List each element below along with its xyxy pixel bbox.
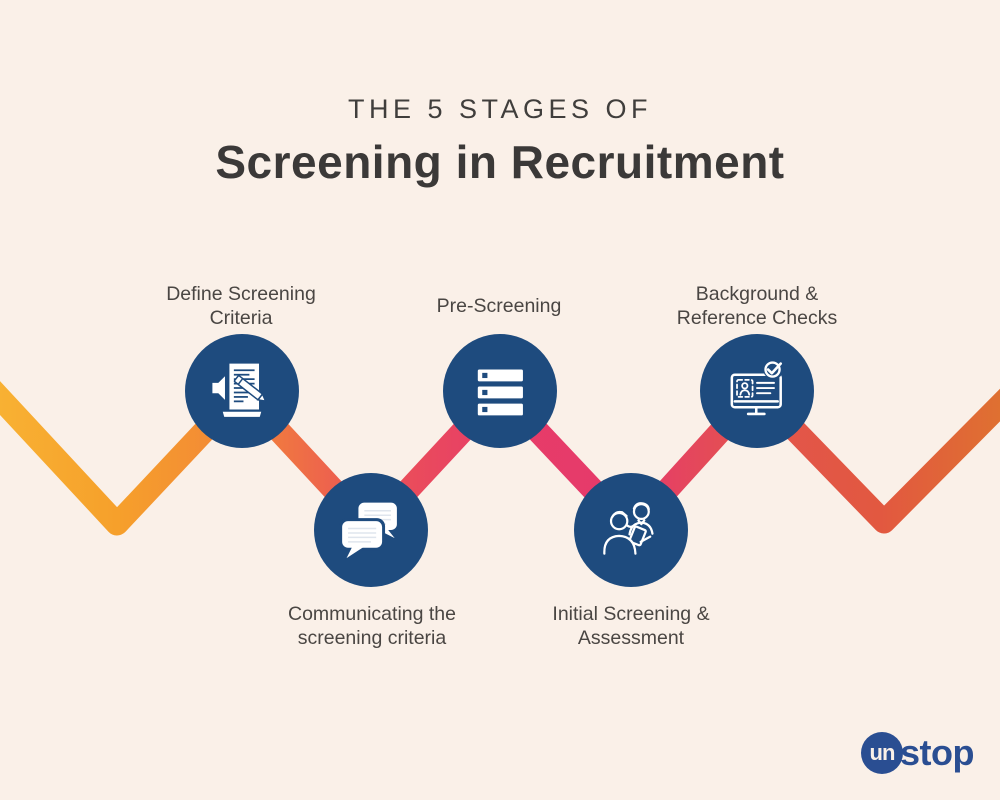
page-title: Screening in Recruitment [215, 136, 785, 188]
unstop-logo: un stop [861, 732, 975, 774]
stage-circle-background-checks [700, 334, 814, 448]
checklist-stack-icon [477, 369, 523, 416]
stage-circle-define-screening-criteria [185, 334, 299, 448]
header: THE 5 STAGES OF Screening in Recruitment [0, 94, 1000, 189]
stage-label-background-checks: Background & Reference Checks [676, 283, 838, 329]
unstop-logo-text: stop [900, 732, 975, 773]
interview-people-icon [603, 502, 654, 555]
stage-label-define-screening-criteria: Define Screening Criteria [166, 283, 316, 329]
unstop-logo-mark: un [861, 732, 903, 774]
title-kicker: THE 5 STAGES OF [347, 94, 653, 124]
stage-circle-communicating-criteria [314, 473, 428, 587]
monitor-id-check-icon [730, 358, 784, 416]
document-pencil-announce-icon [212, 363, 267, 417]
stage-label-communicating-criteria: Communicating the screening criteria [288, 603, 456, 649]
stage-label-pre-screening: Pre-Screening [436, 295, 562, 317]
stage-circle-initial-screening [574, 473, 688, 587]
chat-bubbles-icon [339, 502, 397, 559]
stage-circle-pre-screening [443, 334, 557, 448]
stage-label-initial-screening: Initial Screening & Assessment [552, 603, 710, 649]
